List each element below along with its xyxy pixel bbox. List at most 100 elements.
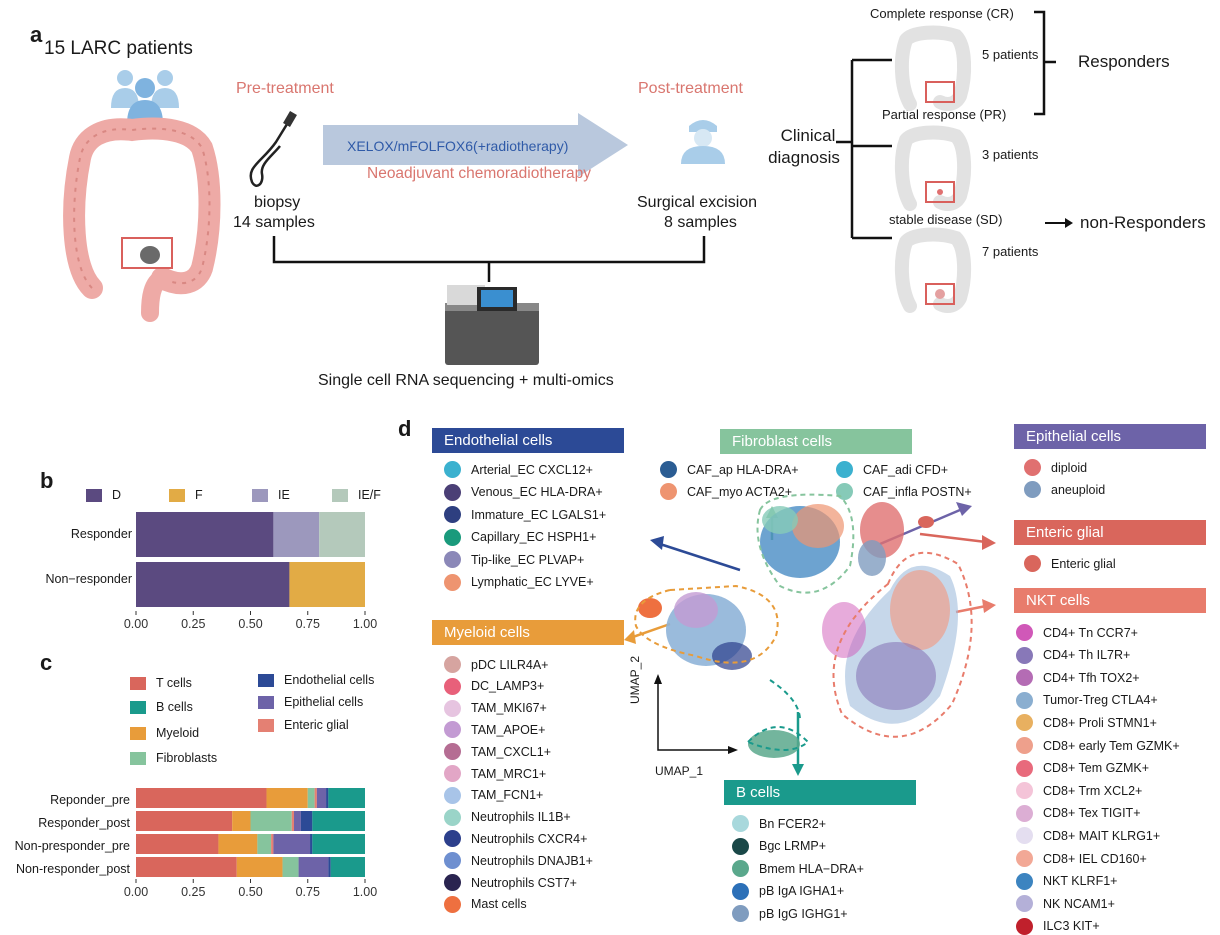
legend-item: CD8+ Tex TIGIT+ xyxy=(1016,804,1141,822)
legend-label: CD4+ Tfh TOX2+ xyxy=(1043,670,1140,685)
legend-label: Arterial_EC CXCL12+ xyxy=(471,462,593,477)
responders-bracket xyxy=(1034,10,1056,116)
chart-c-row-label: Non-responder_post xyxy=(16,862,130,876)
tick-label: 0.00 xyxy=(124,617,148,631)
legend-item-myeloid: Myeloid xyxy=(130,726,199,740)
legend-label: Neutrophils CXCR4+ xyxy=(471,831,588,846)
clinical-label-1: Clinical xyxy=(780,126,836,145)
legend-dot xyxy=(1016,895,1033,913)
legend-item: Arterial_EC CXCL12+ xyxy=(444,461,593,478)
legend-swatch xyxy=(130,676,146,690)
legend-dot xyxy=(444,483,461,501)
chart-b-row-label: Non−responder xyxy=(45,572,132,586)
bar-segment xyxy=(312,834,365,854)
bar-segment xyxy=(136,788,267,808)
fibroblast-header: Fibroblast cells xyxy=(720,429,912,454)
legend-dot xyxy=(444,551,461,568)
legend-dot xyxy=(732,860,749,878)
legend-dot xyxy=(444,721,461,739)
legend-item: Tumor-Treg CTLA4+ xyxy=(1016,691,1158,709)
legend-item: Tip-like_EC PLVAP+ xyxy=(444,551,584,568)
legend-item-ief: IE/F xyxy=(332,488,381,502)
umap-plot xyxy=(624,493,996,776)
umap-y-label: UMAP_2 xyxy=(628,655,642,704)
patients-icon xyxy=(111,70,179,124)
bar-segment xyxy=(218,834,258,854)
panel-b-legend: D F IE IE/F xyxy=(86,488,386,506)
legend-item: Bmem HLA−DRA+ xyxy=(732,860,864,878)
bar-segment xyxy=(273,834,311,854)
neoadjuvant-label: Neoadjuvant chemoradiotherapy xyxy=(367,165,592,182)
legend-label: CD8+ early Tem GZMK+ xyxy=(1043,738,1180,753)
bar-segment xyxy=(232,811,251,831)
legend-item-ie: IE xyxy=(252,488,290,502)
bar-segment xyxy=(307,788,315,808)
legend-dot xyxy=(836,461,853,478)
pr-label: Partial response (PR) xyxy=(882,107,1007,122)
legend-dot xyxy=(444,656,461,673)
legend-label: CD8+ Tex TIGIT+ xyxy=(1043,806,1141,821)
bar-segment xyxy=(328,857,331,877)
legend-label: pB IgG IGHG1+ xyxy=(759,906,848,921)
legend-dot xyxy=(1024,481,1041,498)
legend-dot xyxy=(732,815,749,832)
bar-segment xyxy=(136,562,290,607)
legend-item: CAF_myo ACTA2+ xyxy=(660,483,792,500)
clinical-label-2: diagnosis xyxy=(768,148,840,167)
bar-segment xyxy=(310,834,313,854)
non-responders-arrow xyxy=(1045,218,1073,228)
colon-pr-illustration xyxy=(894,125,972,211)
legend-label: Neutrophils IL1B+ xyxy=(471,810,571,825)
legend-label: Tip-like_EC PLVAP+ xyxy=(471,552,585,567)
legend-item: Mast cells xyxy=(444,895,527,913)
legend-label: aneuploid xyxy=(1051,482,1106,497)
legend-item: Capillary_EC HSPH1+ xyxy=(444,528,597,546)
legend-swatch xyxy=(252,488,268,502)
bar-segment xyxy=(289,562,365,607)
legend-label: CD4+ Tn CCR7+ xyxy=(1043,625,1138,640)
legend-dot xyxy=(444,852,461,870)
biopsy-label: biopsy xyxy=(254,194,301,211)
legend-label: Capillary_EC HSPH1+ xyxy=(471,530,597,544)
legend-dot xyxy=(1024,555,1041,572)
bar-segment xyxy=(136,857,237,877)
legend-item: TAM_FCN1+ xyxy=(444,786,543,804)
legend-dot xyxy=(444,573,461,591)
legend-dot xyxy=(1016,872,1033,890)
legend-dot xyxy=(1016,759,1033,777)
colon-illustration xyxy=(63,117,221,322)
legend-label: TAM_APOE+ xyxy=(471,722,546,737)
legend-dot xyxy=(444,874,461,891)
legend-swatch xyxy=(130,751,146,765)
legend-item: Lymphatic_EC LYVE+ xyxy=(444,573,594,591)
tick-label: 1.00 xyxy=(353,885,377,899)
legend-item: CAF_ap HLA-DRA+ xyxy=(660,461,799,478)
tick-label: 0.75 xyxy=(296,617,320,631)
surgery-label: Surgical excision xyxy=(637,194,758,211)
umap-x-label: UMAP_1 xyxy=(655,764,704,778)
legend-item: TAM_MRC1+ xyxy=(444,765,546,782)
bar-segment xyxy=(271,834,274,854)
legend-item: Neutrophils CST7+ xyxy=(444,874,577,891)
enteric-header: Enteric glial xyxy=(1014,520,1206,545)
legend-label: CAF_ap HLA-DRA+ xyxy=(687,462,799,477)
sequencing-label: Single cell RNA sequencing + multi-omics xyxy=(318,372,614,389)
bar-segment xyxy=(282,857,299,877)
legend-dot xyxy=(444,699,461,717)
surgery-samples: 8 samples xyxy=(664,214,737,231)
legend-swatch xyxy=(332,488,348,502)
legend-item-d: D xyxy=(86,488,121,502)
legend-item: CD8+ Tem GZMK+ xyxy=(1016,759,1149,777)
bar-segment xyxy=(136,811,233,831)
legend-dot xyxy=(732,905,749,923)
legend-label: Bn FCER2+ xyxy=(759,816,827,831)
legend-item: pB IgG IGHG1+ xyxy=(732,905,848,923)
bar-segment xyxy=(250,811,292,831)
legend-label: Tumor-Treg CTLA4+ xyxy=(1043,693,1158,708)
legend-item: Venous_EC HLA-DRA+ xyxy=(444,483,603,501)
bar-segment xyxy=(291,811,295,831)
legend-item-t-cells: T cells xyxy=(130,676,192,690)
legend-dot xyxy=(732,837,749,855)
legend-label: pDC LILR4A+ xyxy=(471,657,549,672)
